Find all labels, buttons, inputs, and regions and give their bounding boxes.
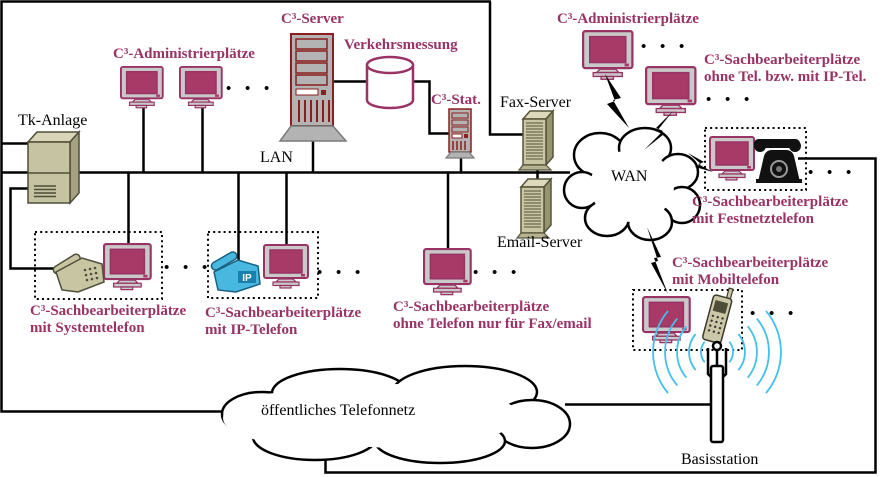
- label-line: mit IP-Telefon: [205, 322, 298, 338]
- label-sb-fax-email: C³-Sachbearbeiterplätze ohne Telefon nur…: [393, 299, 592, 333]
- more-items-dots: • • •: [808, 165, 852, 181]
- wan-link-bolt-remote-ip: [644, 111, 673, 150]
- workstation-icon-ip-telefon: [263, 244, 309, 289]
- label-sb-mobil: C³-Sachbearbeiterplätze mit Mobiltelefon: [672, 255, 828, 289]
- workstation-icon-admin-right: [581, 30, 634, 81]
- label-line: C³-Sachbearbeiterplätze: [30, 303, 187, 319]
- label-email-server: Email-Server: [497, 234, 583, 251]
- more-items-dots: • • •: [226, 81, 270, 97]
- systemtelefon-group-box: [34, 231, 163, 300]
- admin-monitor-drop-lines: [142, 103, 204, 172]
- verkehrsmessung-database-icon: [365, 55, 415, 110]
- label-sb-ip: C³-Sachbearbeiterplätze mit IP-Telefon: [205, 305, 361, 339]
- label-line: C³-Sachbearbeiterplätze: [704, 52, 861, 68]
- workstation-icon-admin-left-1: [119, 65, 164, 109]
- more-items-dots: • • •: [641, 39, 685, 55]
- label-admin-right: C³-Administrierplätze: [557, 11, 699, 27]
- workstation-icon-admin-left-2: [178, 65, 223, 109]
- label-c3-server: C³-Server: [281, 11, 344, 27]
- label-line: ohne Tel. bzw. mit IP-Tel.: [704, 69, 867, 85]
- label-fax-server: Fax-Server: [500, 94, 572, 111]
- tk-anlage-systemphone-line: [9, 187, 60, 270]
- frame-to-phone-network-line: [0, 0, 491, 413]
- label-line: mit Mobiltelefon: [672, 272, 780, 288]
- label-line: C³-Sachbearbeiterplätze: [393, 299, 550, 315]
- fax-server-icon: [518, 110, 554, 171]
- label-c3-stat: C³-Stat.: [431, 92, 481, 108]
- more-items-dots: • • •: [750, 306, 794, 322]
- label-admin-left: C³-Administrierplätze: [113, 46, 255, 62]
- wan-link-bolt-festnetz: [688, 153, 713, 172]
- telefonnetz-cloud: [220, 364, 572, 465]
- workstation-icon-fax-email: [422, 247, 472, 296]
- ipplatz-drop-lines: [237, 172, 288, 262]
- radio-waves: [652, 310, 782, 394]
- workstation-icon-remote-ip: [644, 66, 697, 117]
- verkehrsmessung-links: [333, 80, 450, 135]
- festnetz-to-pstn-line: [324, 157, 877, 474]
- label-line: C³-Sachbearbeiterplätze: [692, 194, 849, 210]
- ip-phone-badge: IP: [242, 273, 252, 284]
- label-verkehrsmessung: Verkehrsmessung: [344, 37, 458, 53]
- basisstation-mast-icon: [706, 340, 728, 444]
- system-telephone-icon: [52, 253, 105, 293]
- tk-anlage-cabinet-icon: [26, 130, 81, 205]
- label-lan: LAN: [260, 149, 293, 166]
- label-line: C³-Sachbearbeiterplätze: [672, 255, 829, 271]
- more-items-dots: • • •: [473, 265, 517, 281]
- more-items-dots: • • •: [706, 92, 750, 108]
- label-sb-festnetz: C³-Sachbearbeiterplätze mit Festnetztele…: [692, 194, 848, 228]
- label-line: mit Systemtelefon: [30, 320, 145, 336]
- rotary-telephone-icon: [754, 139, 802, 183]
- workstation-icon-festnetz: [709, 136, 755, 181]
- wan-link-bolt-admin: [605, 74, 629, 128]
- email-server-icon: [516, 178, 552, 239]
- label-tk-anlage: Tk-Anlage: [18, 112, 88, 129]
- workstation-icon-systemtelefon: [102, 242, 152, 291]
- festnetz-group-box: [704, 127, 807, 191]
- label-line: mit Festnetztelefon: [692, 211, 815, 227]
- ip-telephone-icon: IP: [210, 251, 261, 293]
- wan-cloud: [562, 126, 702, 242]
- label-line: C³-Sachbearbeiterplätze: [205, 305, 362, 321]
- label-line: ohne Telefon nur für Fax/email: [393, 316, 592, 332]
- label-telefonnetz: öffentliches Telefonnetz: [261, 402, 416, 419]
- c3-stat-icon: [444, 108, 476, 159]
- label-wan: WAN: [611, 168, 648, 185]
- wan-link-bolt-mobil: [647, 227, 668, 294]
- mobile-phone-icon: [702, 287, 734, 344]
- ip-telefon-group-box: [207, 231, 319, 299]
- label-basisstation: Basisstation: [681, 451, 759, 468]
- workstation-icon-mobil: [641, 295, 691, 344]
- label-sb-system: C³-Sachbearbeiterplätze mit Systemtelefo…: [30, 303, 186, 337]
- more-items-dots: • • •: [164, 260, 208, 276]
- frame-to-fax-server-line: [488, 1, 523, 136]
- more-items-dots: • • •: [317, 265, 361, 281]
- mobil-group-box: [632, 289, 743, 351]
- label-sb-remote-ip: C³-Sachbearbeiterplätze ohne Tel. bzw. m…: [704, 52, 866, 86]
- c3-server-icon: [278, 33, 348, 142]
